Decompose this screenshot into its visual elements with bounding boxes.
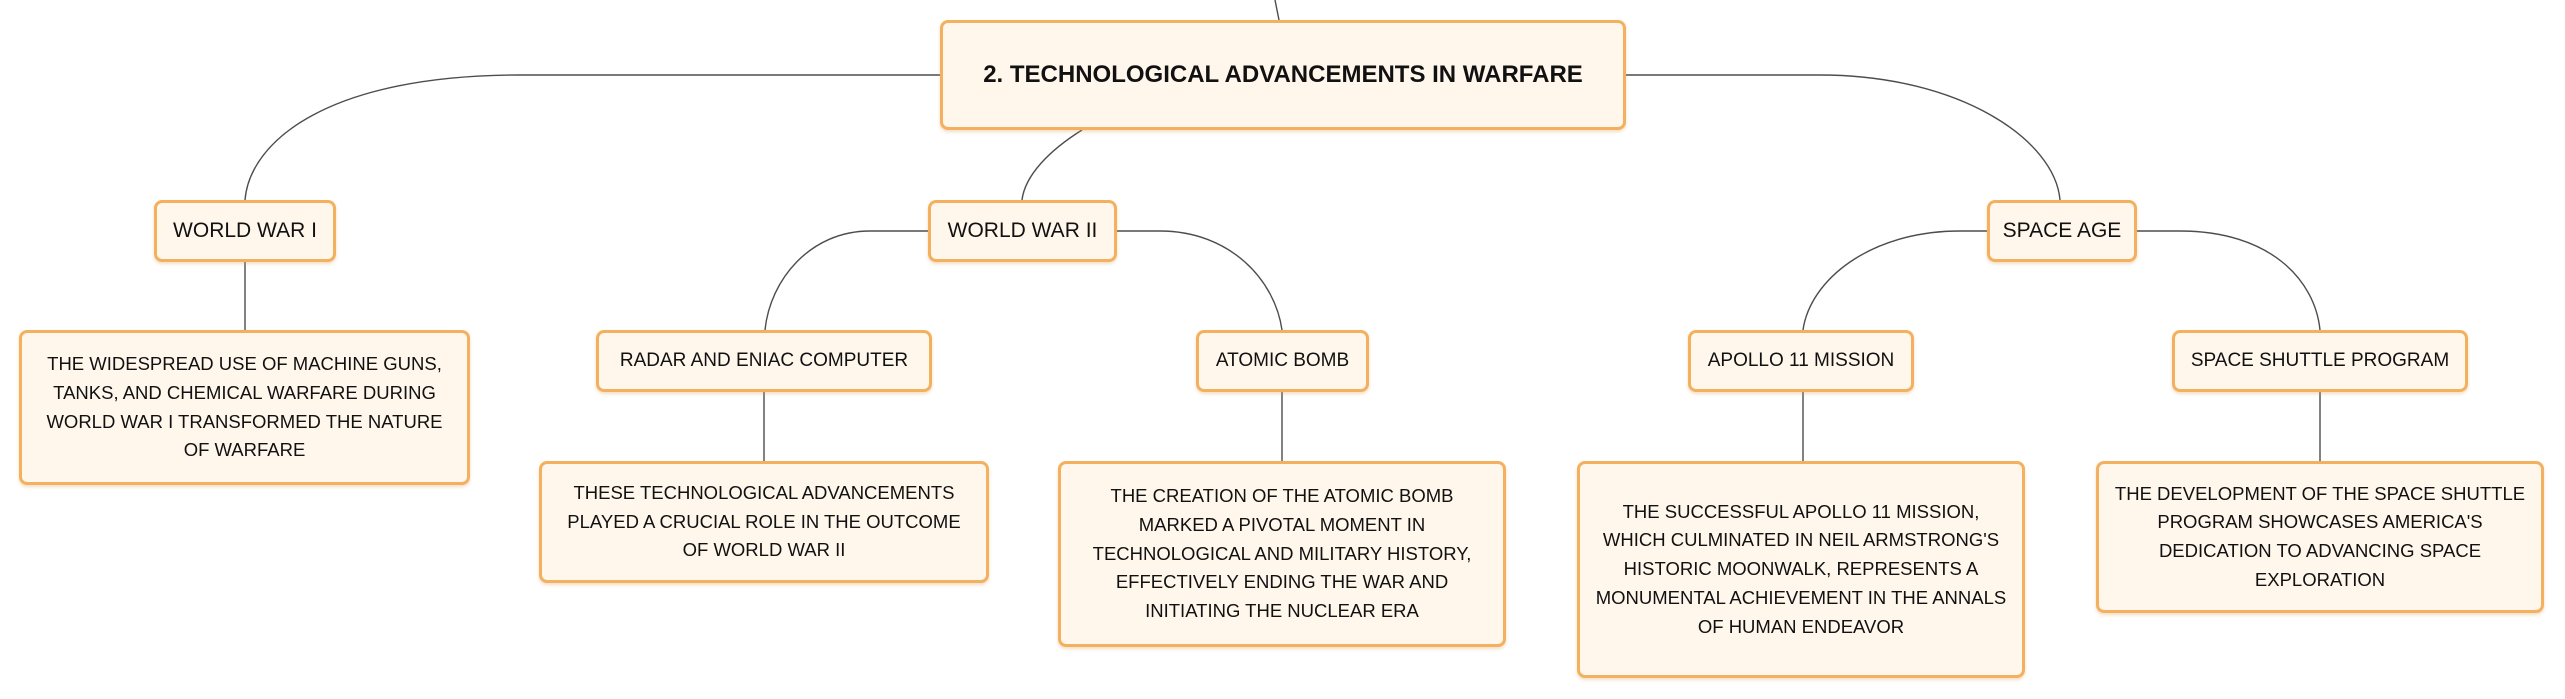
connector-space-apollo [1802, 230, 1987, 331]
detail-radar-eniac[interactable]: These technological advancements played … [539, 461, 989, 583]
connector-incoming [1274, 0, 1280, 21]
detail-radar-eniac-text: These technological advancements played … [567, 481, 961, 561]
root-topic[interactable]: 2. Technological Advancements in Warfare [940, 20, 1626, 130]
subtopic-apollo-11-label: Apollo 11 Mission [1707, 350, 1895, 371]
connector-space-shuttle [2137, 230, 2321, 331]
subtopic-space-shuttle[interactable]: Space Shuttle Program [2172, 330, 2468, 392]
subtopic-radar-eniac[interactable]: Radar and ENIAC computer [596, 330, 932, 392]
connector-root-space [1625, 74, 2061, 201]
detail-space-shuttle-text: The development of the space shuttle pro… [2114, 482, 2526, 590]
topic-world-war-2-label: World War II [947, 219, 1098, 242]
root-topic-label: 2. Technological Advancements in Warfare [983, 61, 1583, 88]
subtopic-radar-eniac-label: Radar and ENIAC computer [619, 350, 909, 371]
topic-space-age-label: Space Age [2002, 219, 2122, 242]
detail-world-war-1[interactable]: The widespread use of machine guns, tank… [19, 330, 470, 485]
topic-world-war-2[interactable]: World War II [928, 200, 1117, 262]
detail-apollo-11[interactable]: The successful Apollo 11 mission, which … [1577, 461, 2025, 678]
topic-space-age[interactable]: Space Age [1987, 200, 2137, 262]
connector-ww2-bomb [1117, 230, 1283, 331]
connector-ww2-radar [764, 230, 928, 331]
connector-root-ww2 [1021, 129, 1083, 201]
detail-atomic-bomb-text: The creation of the atomic bomb marked a… [1092, 485, 1472, 621]
detail-atomic-bomb[interactable]: The creation of the atomic bomb marked a… [1058, 461, 1506, 647]
subtopic-space-shuttle-label: Space Shuttle Program [2190, 350, 2450, 371]
detail-space-shuttle[interactable]: The development of the space shuttle pro… [2096, 461, 2544, 613]
connector-root-ww1 [244, 74, 940, 201]
detail-apollo-11-text: The successful Apollo 11 mission, which … [1595, 500, 2007, 637]
detail-world-war-1-text: The widespread use of machine guns, tank… [46, 353, 443, 461]
subtopic-atomic-bomb[interactable]: Atomic bomb [1196, 330, 1369, 392]
topic-world-war-1-label: World War I [173, 219, 317, 242]
subtopic-apollo-11[interactable]: Apollo 11 Mission [1688, 330, 1914, 392]
subtopic-atomic-bomb-label: Atomic bomb [1215, 350, 1350, 371]
topic-world-war-1[interactable]: World War I [154, 200, 336, 262]
